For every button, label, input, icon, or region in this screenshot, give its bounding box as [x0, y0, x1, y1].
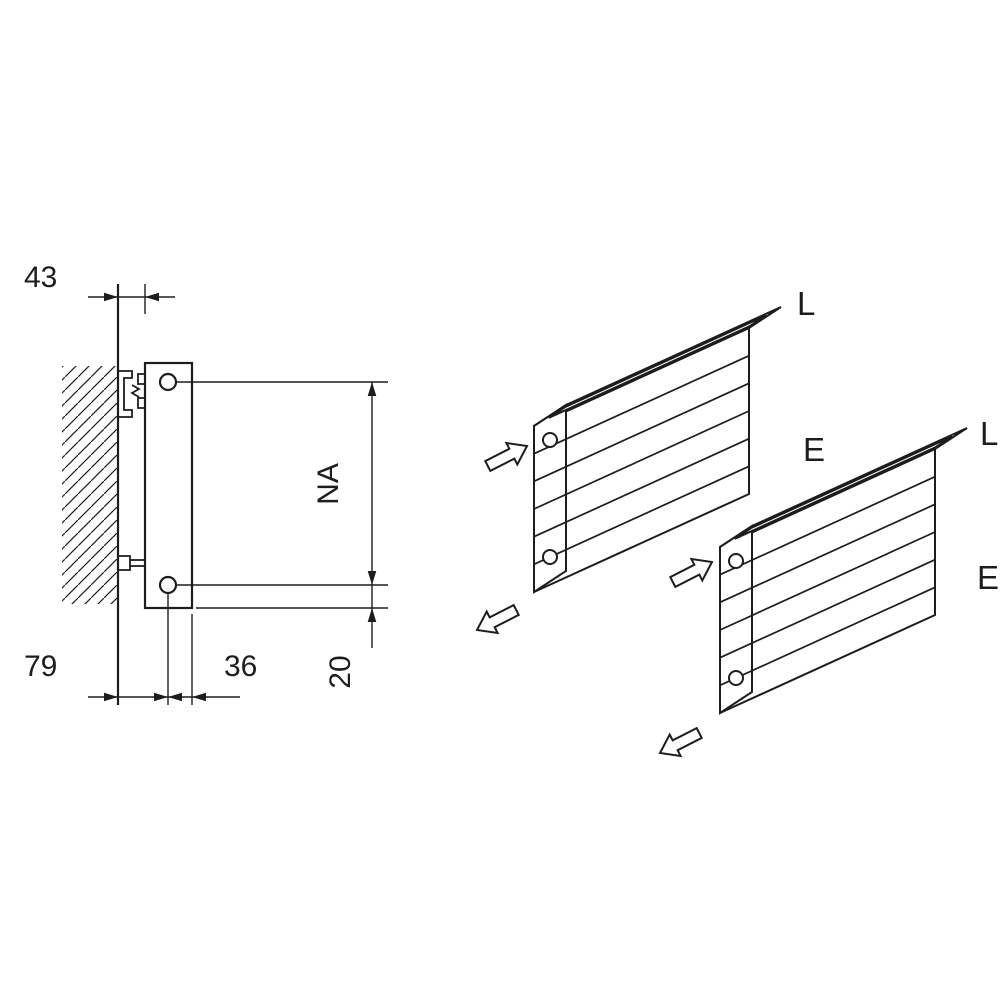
- radiator1-length-label: L: [797, 285, 815, 322]
- bottom-pipe-connection: [158, 575, 178, 595]
- bottom-fixing: [118, 555, 145, 571]
- dim-20-label: 20: [324, 655, 357, 688]
- dim-43-label: 43: [24, 261, 57, 294]
- dimension-79-36: 79 36: [24, 593, 257, 705]
- top-grille: [734, 435, 953, 540]
- dim-79-label: 79: [24, 650, 57, 683]
- top-opening: [548, 314, 767, 419]
- side-view: 43 NA 20 79 36: [24, 261, 388, 705]
- dimension-na-20: NA 20: [177, 381, 388, 689]
- flow-in-arrow: [668, 557, 714, 589]
- flow-in-arrow: [483, 441, 529, 473]
- radiator2-inlet-label: E: [977, 559, 999, 596]
- front-slats: [719, 475, 936, 687]
- radiator1-inlet-label: E: [803, 431, 825, 468]
- radiator-section: [143, 361, 194, 610]
- top-connection-hole: [728, 553, 744, 569]
- top-connection-hole: [542, 432, 558, 448]
- radiator-open-top: L E: [475, 285, 825, 635]
- top-pipe-connection: [158, 372, 178, 392]
- dim-36-label: 36: [224, 650, 257, 683]
- bottom-connection-hole: [728, 670, 744, 686]
- dim-na-label: NA: [312, 463, 345, 505]
- bottom-connection-hole: [542, 549, 558, 565]
- wall-hatching: [62, 366, 118, 604]
- mounting-bracket: [118, 370, 145, 418]
- dimension-43: 43: [24, 261, 175, 314]
- radiator-grille-top: L E: [658, 415, 999, 758]
- radiator2-length-label: L: [980, 415, 998, 452]
- front-slats: [533, 354, 750, 566]
- flow-out-arrow: [475, 603, 521, 635]
- flow-out-arrow: [658, 726, 704, 758]
